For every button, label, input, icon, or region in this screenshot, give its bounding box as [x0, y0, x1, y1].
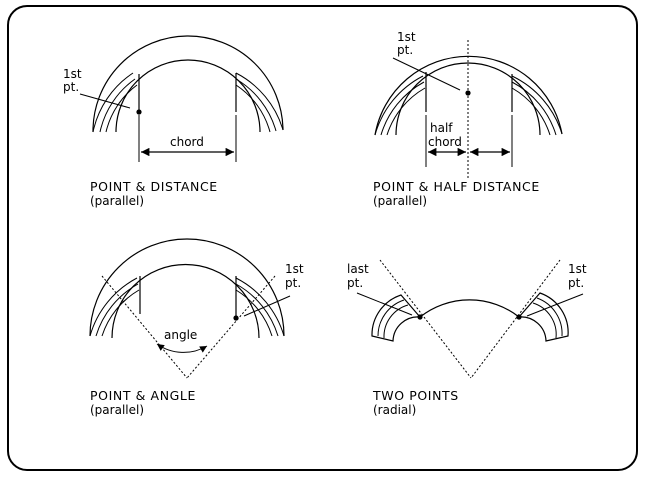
p3-angle-arc: [156, 343, 208, 353]
p2-half-label-1: half: [430, 121, 453, 135]
p2-first-point: [465, 90, 471, 96]
p4-right-block: [517, 292, 569, 342]
p1-title: POINT & DISTANCE: [90, 179, 218, 194]
p2-right-arc-2: [511, 81, 557, 136]
p1-left-arc-3: [105, 84, 138, 133]
p4-right-block-arc-2: [532, 302, 557, 339]
p4-left-block-arc-1: [377, 299, 405, 337]
p1-first-label-1: 1st: [63, 67, 82, 81]
p4-first-label-1: 1st: [568, 262, 587, 276]
p4-left-block-arc-2: [383, 304, 409, 339]
p1-inner-arc: [115, 59, 261, 133]
p4-last-label-2: pt.: [347, 276, 363, 290]
p4-first-point: [516, 314, 522, 320]
p3-left-arc-1: [89, 277, 138, 337]
p2-subtitle: (parallel): [373, 194, 427, 208]
p3-radial-right: [186, 275, 276, 379]
diagram-frame: [7, 5, 638, 471]
p1-left-arc-1: [92, 72, 134, 133]
p3-title: POINT & ANGLE: [90, 388, 196, 403]
p1-leader: [79, 93, 131, 109]
panel-two-points: last pt. 1st pt. TWO POINTS (radial): [347, 259, 587, 417]
panel-point-angle: 1st pt. angle POINT & ANGLE (parallel): [89, 238, 304, 417]
p3-radial-left: [101, 275, 188, 379]
panel-point-distance: 1st pt. chord POINT & DISTANCE (parallel…: [63, 35, 284, 208]
p2-left-arc-2: [380, 81, 425, 136]
p4-first-leader: [526, 293, 584, 317]
p3-left-arc-3: [101, 289, 140, 337]
p3-leader: [243, 295, 291, 317]
p1-right-arc-2: [235, 78, 277, 132]
p1-right-arc-1: [235, 72, 284, 131]
p2-first-label-2: pt.: [397, 43, 413, 57]
p1-first-point: [136, 109, 142, 115]
p2-title: POINT & HALF DISTANCE: [373, 179, 540, 194]
p4-last-leader: [356, 292, 413, 316]
p4-subtitle: (radial): [373, 403, 416, 417]
p3-right-arc-1: [235, 277, 285, 337]
p4-last-label-1: last: [347, 262, 369, 276]
p3-outer-arc: [89, 238, 285, 337]
p4-first-label-2: pt.: [568, 276, 584, 290]
p1-right-arc-3: [235, 84, 271, 133]
p3-subtitle: (parallel): [90, 403, 144, 417]
p4-right-block-arc-1: [536, 297, 563, 337]
panel-point-half-distance: 1st pt. half chord POINT & HALF DISTANCE…: [373, 30, 563, 208]
p4-radial-left: [379, 259, 472, 379]
p3-first-label-1: 1st: [285, 262, 304, 276]
p1-subtitle: (parallel): [90, 194, 144, 208]
p3-first-label-2: pt.: [285, 276, 301, 290]
p4-main-arc: [419, 299, 520, 318]
p2-inner-arc: [395, 62, 541, 136]
p1-left-arc-2: [99, 78, 136, 133]
p2-half-label-2: chord: [428, 135, 462, 149]
p1-chord-label: chord: [170, 135, 204, 149]
p1-outer-arc: [92, 35, 284, 133]
p2-left-arc-1: [374, 75, 424, 136]
p3-first-point: [233, 315, 239, 321]
p2-right-arc-1: [511, 75, 563, 135]
p4-radial-right: [470, 259, 561, 379]
p3-right-arc-2: [235, 283, 279, 337]
p3-inner-arc: [111, 263, 260, 339]
p2-first-label-1: 1st: [397, 30, 416, 44]
p4-last-point: [417, 314, 423, 320]
p4-title: TWO POINTS: [372, 388, 459, 403]
p2-leader: [392, 57, 461, 91]
p1-first-label-2: pt.: [63, 80, 79, 94]
p3-angle-label: angle: [164, 328, 197, 342]
